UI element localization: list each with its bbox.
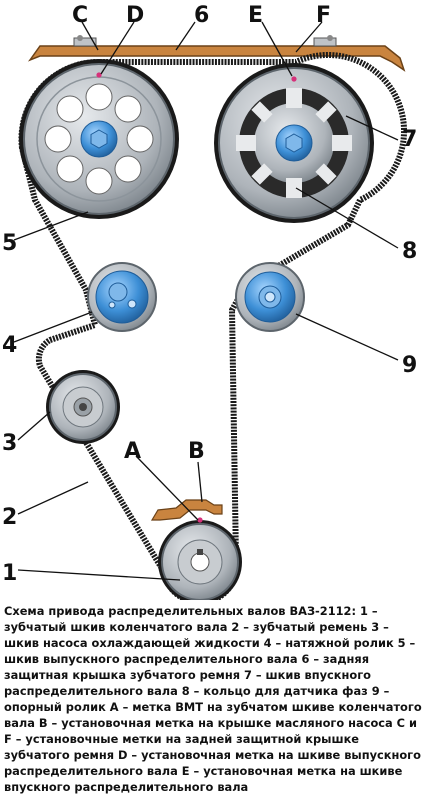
- label-f: F: [316, 3, 331, 28]
- label-3: 3: [2, 431, 17, 456]
- timing-belt-diagram: C D 6 E F 7 5 8 4 9 3 A B 2 1: [2, 3, 417, 600]
- label-4: 4: [2, 333, 17, 358]
- diagram-caption: Схема привода распределительных валов ВА…: [4, 604, 422, 794]
- label-a: A: [124, 439, 141, 464]
- label-d: D: [126, 3, 144, 28]
- exhaust-camshaft-pulley: [19, 59, 179, 219]
- label-6: 6: [194, 3, 209, 28]
- label-2: 2: [2, 505, 17, 530]
- label-5: 5: [2, 231, 17, 256]
- water-pump-pulley: [46, 370, 120, 444]
- cover-hinge-right: [313, 35, 337, 47]
- crankshaft-pulley: [158, 517, 242, 600]
- rear-belt-cover: [27, 45, 406, 72]
- label-c: C: [72, 3, 88, 28]
- tension-roller: [87, 262, 157, 332]
- label-8: 8: [402, 239, 417, 264]
- label-9: 9: [402, 353, 417, 378]
- label-1: 1: [2, 561, 17, 586]
- support-roller: [235, 262, 305, 332]
- cover-hinge-left: [73, 35, 97, 47]
- label-b: B: [188, 439, 205, 464]
- leader-lines: [13, 21, 399, 581]
- oil-pump-cover-bracket: [150, 499, 223, 521]
- intake-camshaft-pulley: [214, 63, 374, 223]
- label-7: 7: [402, 127, 417, 152]
- label-e: E: [248, 3, 263, 28]
